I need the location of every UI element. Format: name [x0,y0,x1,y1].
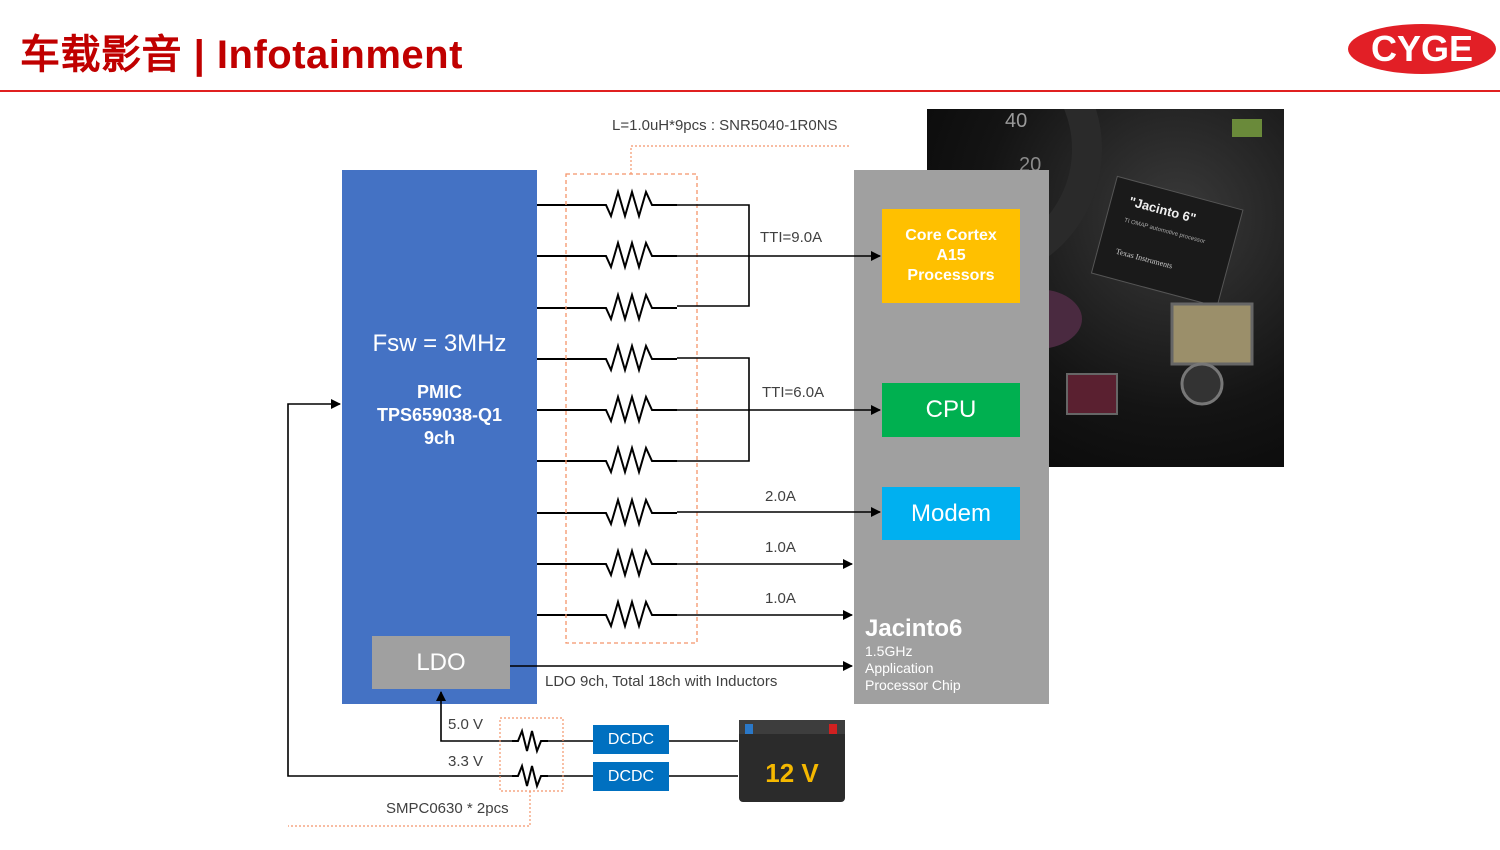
inductor-channel-5 [537,393,677,425]
core-current-label: TTI=9.0A [760,229,823,246]
cpu-block: CPU [882,383,1020,437]
pmic-part-number: TPS659038-Q1 [376,405,503,425]
pmic-description: PMIC TPS659038-Q1 9ch [342,381,537,450]
dcdc-converter-1: DCDC [593,725,669,754]
voltage-3v3-label: 3.3 V [448,753,484,770]
inductor-channel-6 [537,444,677,476]
feed-3v3 [287,399,512,777]
ch9-current-label: 1.0A [765,590,796,607]
logo-text: CYGE [1371,28,1473,69]
inductor-channel-9 [537,598,677,630]
cpu-current-label: TTI=6.0A [762,384,825,401]
jacinto-description: 1.5GHz Application Processor Chip [865,643,961,694]
input-inductor-1 [512,727,548,755]
dcdc-converter-2: DCDC [593,762,669,791]
jacinto-name: Jacinto6 [865,615,963,642]
pmic-label: PMIC [417,382,462,402]
gauge-label-40: 40 [1005,110,1027,132]
battery-icon: 12 V [739,720,845,802]
modem-current-label: 2.0A [765,488,796,505]
inductor-channel-4 [537,342,677,374]
battery-voltage: 12 V [765,758,819,788]
ldo-note: LDO 9ch, Total 18ch with Inductors [545,673,778,690]
core-line-2: A15 [936,247,966,264]
pmic-block: Fsw = 3MHz PMIC TPS659038-Q1 9ch [342,170,537,704]
header-divider [0,90,1500,92]
inductor-channel-1 [537,188,677,220]
page-title: 车载影音 | Infotainment [20,33,463,77]
jacinto-desc-line-2: Application [865,660,934,676]
inductor-channel-8 [537,547,677,579]
ch8-current-label: 1.0A [765,539,796,556]
feed-5v [436,691,512,742]
ldo-block: LDO [372,636,510,689]
cyge-logo: CYGE [1348,24,1496,74]
inductor-callout-line [630,145,850,174]
inductor-spec-label: L=1.0uH*9pcs : SNR5040-1R0NS [612,117,838,134]
jacinto-freq: 1.5GHz [865,643,913,659]
inductor-channel-7 [537,496,677,528]
voltage-5v-label: 5.0 V [448,716,484,733]
input-inductor-outline [499,717,564,792]
core-cortex-a15-block: Core Cortex A15 Processors [882,209,1020,303]
inductor-channel-3 [537,291,677,323]
input-inductor-2 [512,762,548,790]
input-inductor-label: SMPC0630 * 2pcs [386,800,509,817]
pmic-channels: 9ch [423,428,456,448]
jacinto-desc-line-3: Processor Chip [865,677,961,693]
core-line-3: Processors [907,267,995,284]
inductor-channel-2 [537,239,677,271]
modem-block: Modem [882,487,1020,540]
input-inductor-callout [288,791,531,827]
core-line-1: Core Cortex [905,227,997,244]
pmic-fsw: Fsw = 3MHz [372,330,507,357]
